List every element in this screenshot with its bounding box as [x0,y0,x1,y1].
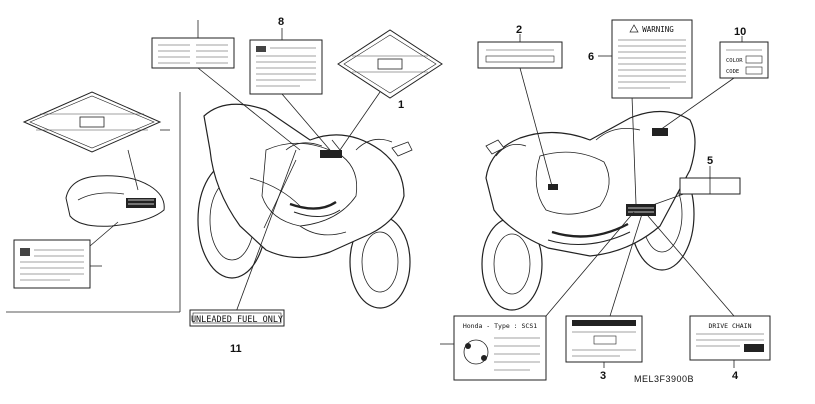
label-part-1-diamond [337,29,443,99]
label-type-scs1: Honda - Type : SCS1 [440,315,547,381]
inset-fuel-tank [65,149,165,247]
label-part-10-color: COLOR CODE [719,36,769,79]
fuel-label-text: UNLEADED FUEL ONLY [191,315,283,325]
label-part-2 [477,34,563,69]
motorcycle-left-view [197,67,413,313]
label-part-6-warning: WARNING [598,19,693,99]
label-part-7 [151,20,235,69]
callout-4: 4 [732,370,739,382]
callout-5: 5 [707,155,713,167]
label-part-8 [249,28,323,95]
label-part-3 [565,315,643,368]
callout-11: 11 [230,343,242,355]
warning-label-text: WARNING [642,25,674,34]
fuel-label: UNLEADED FUEL ONLY [189,309,285,327]
label-part-5 [679,166,741,195]
callout-1: 1 [398,99,404,111]
inset-caution-label [13,239,102,289]
drive-chain-label-text: DRIVE CHAIN [708,322,751,330]
inset-diamond-decal [22,91,170,153]
motorcycle-right-view [481,67,735,317]
callout-6: 6 [588,51,594,63]
figure-code: MEL3F3900B [634,374,694,384]
type-label-text: Honda - Type : SCS1 [463,322,537,330]
callout-2: 2 [516,24,522,36]
callout-3: 3 [600,370,606,382]
code-label-text: CODE [726,69,739,75]
callout-8: 8 [278,16,284,28]
inset-panel [6,91,181,313]
color-label-text: COLOR [726,58,743,64]
callout-numbers: 1 2 3 4 5 6 8 10 11 [230,16,746,382]
callout-10: 10 [734,26,746,38]
label-part-4-drive-chain: DRIVE CHAIN [689,315,771,368]
